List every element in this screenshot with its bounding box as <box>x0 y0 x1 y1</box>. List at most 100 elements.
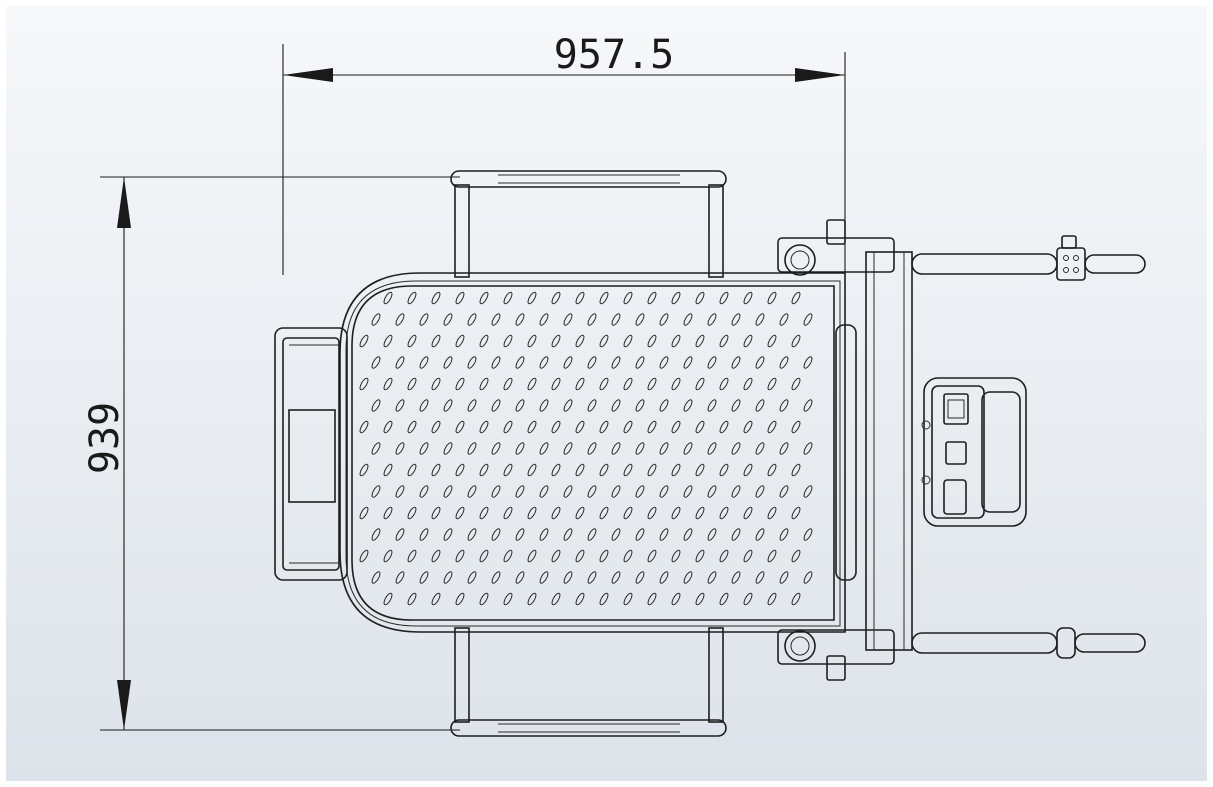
width-dimension-label: 957.5 <box>554 32 674 78</box>
tread-stud <box>395 313 405 326</box>
tread-stud <box>587 571 597 584</box>
tread-stud <box>431 377 441 391</box>
tread-stud <box>383 420 393 434</box>
tread-stud <box>587 313 597 326</box>
tread-stud <box>731 356 741 369</box>
tread-stud <box>587 399 597 412</box>
tread-stud <box>791 420 801 434</box>
tread-stud <box>515 356 525 369</box>
tread-stud <box>743 463 753 477</box>
tread-stud <box>455 463 465 477</box>
tread-stud <box>443 528 453 541</box>
tread-stud <box>383 463 393 477</box>
tread-stud <box>371 313 381 326</box>
tread-stud <box>551 291 561 305</box>
tread-stud <box>791 377 801 391</box>
tread-stud <box>407 420 417 434</box>
tread-pattern <box>359 291 813 606</box>
tread-stud <box>527 377 537 391</box>
tread-stud <box>407 334 417 348</box>
tread-stud <box>515 571 525 584</box>
tread-stud <box>479 334 489 348</box>
tread-stud <box>395 485 405 498</box>
tread-stud <box>443 571 453 584</box>
tread-stud <box>419 356 429 369</box>
bottom-side-handle <box>450 627 727 737</box>
tread-stud <box>683 313 693 326</box>
tread-stud <box>479 592 489 606</box>
axle-frame <box>777 219 913 681</box>
tread-stud <box>719 592 729 606</box>
tread-stud <box>419 571 429 584</box>
height-arrow-bottom <box>117 680 131 730</box>
tread-stud <box>503 377 513 391</box>
tread-stud <box>539 313 549 326</box>
tread-stud <box>623 506 633 520</box>
tread-stud <box>407 377 417 391</box>
tread-stud <box>731 528 741 541</box>
tread-stud <box>527 334 537 348</box>
tread-stud <box>731 442 741 455</box>
tread-stud <box>371 528 381 541</box>
tread-stud <box>695 592 705 606</box>
tread-stud <box>383 506 393 520</box>
tread-stud <box>419 313 429 326</box>
tread-stud <box>395 571 405 584</box>
tread-stud <box>419 399 429 412</box>
tread-stud <box>755 571 765 584</box>
tread-stud <box>443 399 453 412</box>
tread-stud <box>659 528 669 541</box>
tread-stud <box>443 485 453 498</box>
tread-stud <box>455 420 465 434</box>
tread-stud <box>743 549 753 563</box>
tread-stud <box>623 420 633 434</box>
tread-stud <box>719 334 729 348</box>
tread-stud <box>467 313 477 326</box>
tread-stud <box>515 313 525 326</box>
tread-stud <box>647 334 657 348</box>
tread-stud <box>671 420 681 434</box>
top-side-handle <box>450 170 727 278</box>
tread-stud <box>599 334 609 348</box>
tread-stud <box>803 571 813 584</box>
tread-stud <box>647 463 657 477</box>
tread-stud <box>551 377 561 391</box>
tread-stud <box>683 528 693 541</box>
tread-stud <box>743 506 753 520</box>
tread-stud <box>779 313 789 326</box>
tread-stud <box>467 528 477 541</box>
tread-stud <box>539 399 549 412</box>
tread-stud <box>383 291 393 305</box>
tread-stud <box>803 313 813 326</box>
tread-stud <box>683 356 693 369</box>
tread-stud <box>707 528 717 541</box>
tread-stud <box>635 399 645 412</box>
tread-stud <box>611 356 621 369</box>
tread-stud <box>539 442 549 455</box>
tread-stud <box>611 485 621 498</box>
tread-stud <box>791 334 801 348</box>
tread-stud <box>791 463 801 477</box>
tread-stud <box>635 442 645 455</box>
tread-stud <box>767 334 777 348</box>
tread-stud <box>479 463 489 477</box>
tread-stud <box>791 592 801 606</box>
tread-stud <box>563 313 573 326</box>
tread-stud <box>575 463 585 477</box>
tread-stud <box>383 549 393 563</box>
tread-stud <box>551 549 561 563</box>
tread-stud <box>791 291 801 305</box>
tread-stud <box>479 377 489 391</box>
tread-stud <box>419 442 429 455</box>
tread-stud <box>443 442 453 455</box>
tread-stud <box>647 291 657 305</box>
tread-stud <box>755 442 765 455</box>
tread-stud <box>575 334 585 348</box>
tread-stud <box>623 291 633 305</box>
tread-stud <box>695 506 705 520</box>
tread-stud <box>563 528 573 541</box>
tread-stud <box>455 506 465 520</box>
tread-stud <box>659 356 669 369</box>
